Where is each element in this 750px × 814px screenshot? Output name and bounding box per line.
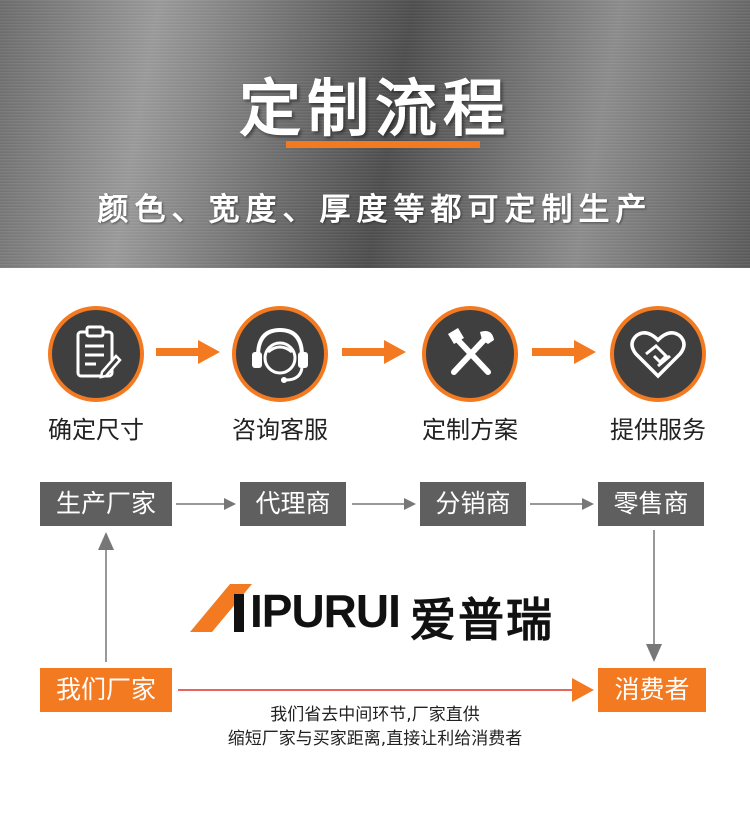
brand-name-cn: 爱普瑞 (410, 593, 554, 647)
step-2-circle (232, 306, 328, 402)
step-2-label: 咨询客服 (232, 416, 328, 444)
title-underline (286, 141, 480, 148)
step-1-circle (48, 306, 144, 402)
step-3-label: 定制方案 (422, 416, 518, 444)
brand-logo-mark (190, 584, 252, 632)
step-4-label: 提供服务 (610, 416, 706, 444)
distributor-box: 分销商 (420, 482, 526, 526)
brand-name-latin: IPURUI (250, 585, 401, 637)
consumer-box: 消费者 (598, 668, 706, 712)
retailer-box: 零售商 (598, 482, 704, 526)
step-1-label: 确定尺寸 (48, 416, 144, 444)
arrow-right-icon (342, 340, 406, 364)
agent-box: 代理商 (240, 482, 346, 526)
header-banner: 定制流程 颜色、宽度、厚度等都可定制生产 (0, 0, 750, 268)
step-4-circle (610, 306, 706, 402)
headset-icon (252, 327, 308, 383)
tools-icon (448, 328, 494, 375)
producer-box: 生产厂家 (40, 482, 172, 526)
clipboard-icon (76, 325, 122, 379)
banner-subtitle: 颜色、宽度、厚度等都可定制生产 (97, 192, 653, 228)
banner-title: 定制流程 (238, 72, 511, 145)
note-line-2: 缩短厂家与买家距离,直接让利给消费者 (227, 729, 523, 749)
note-line-1: 我们省去中间环节,厂家直供 (270, 705, 480, 725)
our-factory-box: 我们厂家 (40, 668, 172, 712)
arrow-right-icon (156, 340, 220, 364)
arrow-right-icon (532, 340, 596, 364)
handshake-icon (630, 331, 686, 379)
step-3-circle (422, 306, 518, 402)
